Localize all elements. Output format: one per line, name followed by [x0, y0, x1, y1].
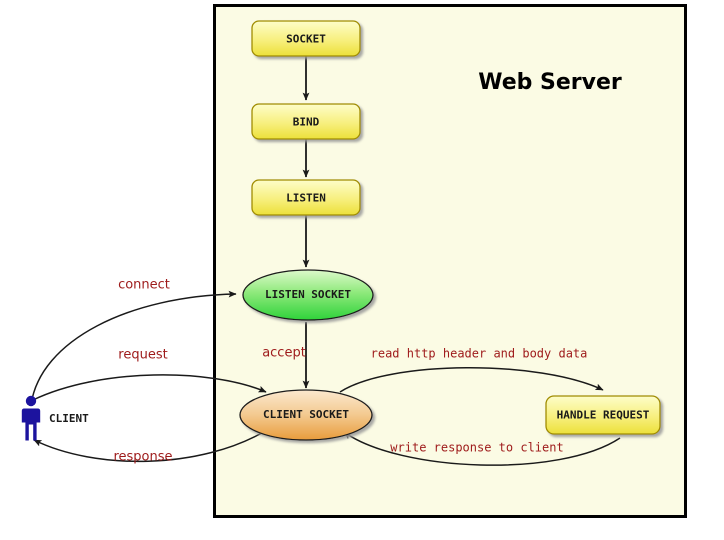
node-listen-socket-shape [242, 269, 374, 321]
node-listen-label: LISTEN [286, 192, 326, 205]
node-listen-socket[interactable]: LISTEN SOCKET [242, 269, 374, 321]
frame-title: Web Server [478, 70, 622, 95]
node-client-socket-label: CLIENT SOCKET [263, 408, 349, 421]
edge-connect-path [30, 290, 237, 406]
client-actor-label: CLIENT [49, 412, 89, 425]
person-icon [21, 395, 41, 441]
node-bind-shape [251, 103, 361, 140]
edge-label-request: request [118, 348, 167, 363]
edge-write-response-path [343, 431, 621, 466]
edge-read-http-path [339, 367, 604, 393]
edge-label-write-response: write response to client [390, 441, 563, 455]
edge-label-accept: accept [262, 346, 306, 361]
edge-label-connect: connect [118, 278, 170, 293]
node-socket[interactable]: SOCKET [251, 20, 361, 57]
edge-request-path [32, 374, 267, 401]
node-client-socket-shape [239, 389, 373, 441]
client-actor[interactable]: CLIENT [21, 395, 89, 441]
node-handle-request[interactable]: HANDLE REQUEST [545, 395, 661, 435]
node-listen-shape [251, 179, 361, 216]
node-socket-shape [251, 20, 361, 57]
node-client-socket[interactable]: CLIENT SOCKET [239, 389, 373, 441]
edge-label-read-http: read http header and body data [371, 347, 588, 361]
node-bind-label: BIND [293, 116, 320, 129]
node-socket-label: SOCKET [286, 33, 326, 46]
node-bind[interactable]: BIND [251, 103, 361, 140]
edge-label-response: response [113, 450, 172, 465]
node-listen[interactable]: LISTEN [251, 179, 361, 216]
edge-response-path [33, 429, 268, 463]
node-listen-socket-label: LISTEN SOCKET [265, 288, 351, 301]
node-handle-request-shape [545, 395, 661, 435]
node-handle-request-label: HANDLE REQUEST [557, 409, 650, 422]
